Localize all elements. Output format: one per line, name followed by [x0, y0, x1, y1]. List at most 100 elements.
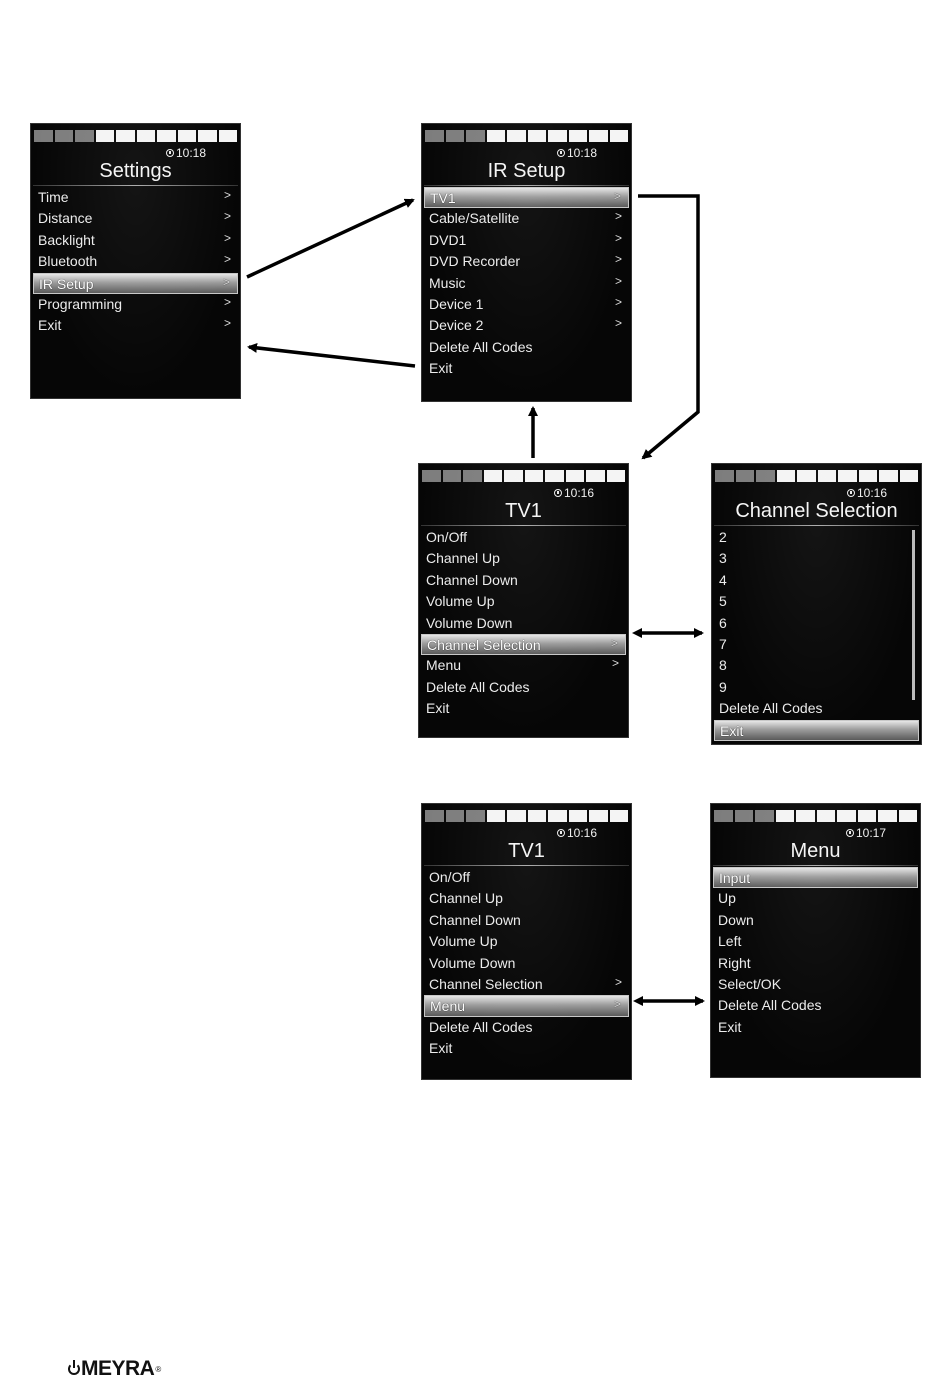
clock: 10:17 [845, 826, 886, 840]
menu-item[interactable]: 9 [714, 677, 919, 698]
clock-icon [845, 829, 854, 837]
menu-item[interactable]: TV1> [424, 187, 629, 209]
battery-segment [507, 810, 526, 822]
battery-segment [75, 130, 94, 142]
menu-item[interactable]: Delete All Codes [424, 1017, 629, 1038]
menu-item[interactable]: Channel Selection> [421, 633, 626, 656]
screen-title: Settings [99, 160, 172, 182]
menu-item[interactable]: DVD1> [424, 230, 629, 251]
menu-item[interactable]: Input [713, 867, 918, 889]
menu-item[interactable]: 4 [714, 570, 919, 591]
menu-item[interactable]: Select/OK [713, 974, 918, 995]
menu-item-label: Delete All Codes [426, 678, 530, 695]
menu-item[interactable]: IR Setup> [33, 272, 238, 294]
menu-item[interactable]: Programming> [33, 294, 238, 315]
menu-item[interactable]: 3 [714, 548, 919, 569]
title-divider [714, 525, 919, 526]
menu-item[interactable]: Exit [424, 1038, 629, 1059]
battery-segment [715, 470, 734, 482]
screen-title: Channel Selection [735, 500, 898, 522]
battery-segment [586, 470, 605, 482]
menu-item[interactable]: 6 [714, 613, 919, 634]
arrow-ir-setup-to-tv1 [638, 194, 700, 460]
menu-item-label: Device 1 [429, 295, 484, 312]
menu-item[interactable]: Bluetooth> [33, 251, 238, 272]
menu-item[interactable]: Music> [424, 273, 629, 294]
menu-item-label: Volume Down [426, 614, 513, 631]
menu-item[interactable]: 2 [714, 527, 919, 548]
menu-item[interactable]: Exit [714, 719, 919, 741]
chevron-right-icon: > [223, 294, 231, 309]
menu-item[interactable]: Exit> [33, 315, 238, 336]
battery-segment [425, 130, 444, 142]
menu-item-label: Delete All Codes [429, 338, 533, 355]
clock-time: 10:18 [566, 146, 597, 160]
menu-item[interactable]: Menu> [424, 995, 629, 1017]
battery-segment [507, 130, 526, 142]
menu-item[interactable]: Exit [421, 698, 626, 719]
chevron-right-icon: > [614, 230, 622, 245]
chevron-right-icon: > [614, 974, 622, 989]
menu-item-label: 5 [719, 593, 727, 610]
menu-item[interactable]: Left [713, 931, 918, 952]
menu-item[interactable]: Delete All Codes [713, 995, 918, 1016]
menu-item-label: Volume Up [429, 933, 498, 950]
menu-item[interactable]: Device 2> [424, 315, 629, 336]
menu-item-label: IR Setup [39, 275, 94, 292]
menu-item[interactable]: Channel Down [424, 910, 629, 931]
menu-item[interactable]: Channel Down [421, 570, 626, 591]
menu-item[interactable]: Exit [424, 358, 629, 379]
title-divider [421, 525, 626, 526]
menu-item-label: Up [718, 890, 736, 907]
menu-item[interactable]: Volume Up [421, 591, 626, 612]
menu-item[interactable]: Menu> [421, 655, 626, 676]
menu-item[interactable]: Cable/Satellite> [424, 208, 629, 229]
menu-item[interactable]: Time> [33, 187, 238, 208]
chevron-right-icon: > [614, 294, 622, 309]
menu-item[interactable]: 5 [714, 591, 919, 612]
menu-item-label: On/Off [426, 529, 467, 545]
menu-item[interactable]: Delete All Codes [424, 337, 629, 358]
menu-item[interactable]: DVD Recorder> [424, 251, 629, 272]
menu-item[interactable]: 8 [714, 655, 919, 676]
menu-item[interactable]: Up [713, 888, 918, 909]
battery-segment [483, 470, 502, 482]
screen-title: IR Setup [487, 160, 566, 182]
menu-item-label: Delete All Codes [429, 1018, 533, 1035]
menu-item[interactable]: 7 [714, 634, 919, 655]
menu-item[interactable]: Right [713, 953, 918, 974]
chevron-right-icon: > [611, 656, 619, 671]
menu-item[interactable]: Volume Down [421, 613, 626, 634]
clock: 10:18 [165, 146, 206, 160]
menu-item[interactable]: Distance> [33, 208, 238, 229]
menu-item[interactable]: Delete All Codes [714, 698, 919, 719]
menu-item[interactable]: Down [713, 910, 918, 931]
menu-item[interactable]: Delete All Codes [421, 677, 626, 698]
menu-item[interactable]: Channel Up [421, 548, 626, 569]
battery-segment [609, 130, 628, 142]
battery-indicator [34, 130, 237, 142]
menu-item[interactable]: Volume Down [424, 953, 629, 974]
menu-item[interactable]: On/Off [424, 867, 629, 888]
menu-item[interactable]: On/Off [421, 527, 626, 548]
menu-item[interactable]: Exit [713, 1017, 918, 1038]
menu-item-label: 8 [719, 657, 727, 674]
battery-segment [589, 810, 608, 822]
menu-item[interactable]: Backlight> [33, 230, 238, 251]
menu-item[interactable]: Volume Up [424, 931, 629, 952]
battery-segment [198, 130, 217, 142]
menu-item-label: Music [429, 274, 466, 291]
menu-item[interactable]: Channel Selection> [424, 974, 629, 995]
battery-segment [527, 810, 546, 822]
menu-item-label: Select/OK [718, 975, 782, 992]
menu-item[interactable]: Channel Up [424, 888, 629, 909]
battery-segment [486, 130, 505, 142]
menu-item[interactable]: Device 1 > [424, 294, 629, 315]
title-divider [424, 185, 629, 186]
power-icon [68, 1360, 80, 1375]
scrollbar[interactable] [912, 530, 915, 700]
battery-segment [527, 130, 546, 142]
battery-segment [422, 470, 441, 482]
